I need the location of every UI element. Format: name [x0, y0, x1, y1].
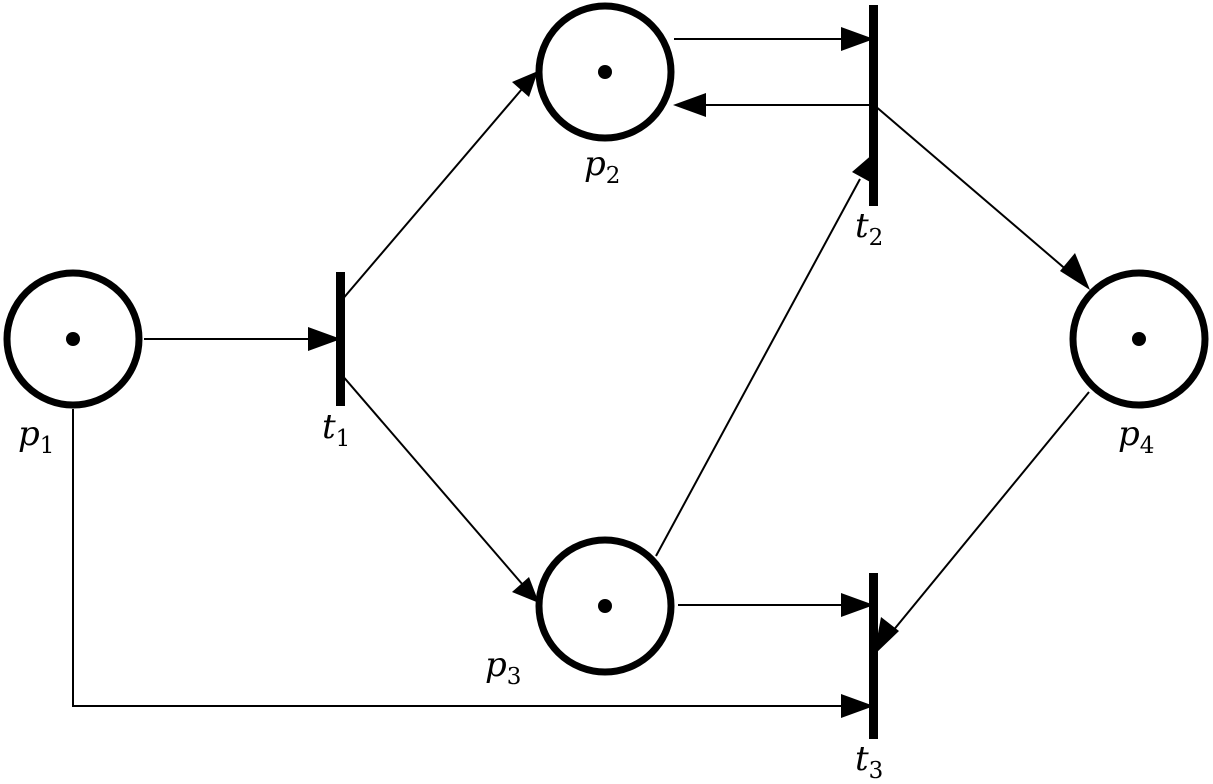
arrowhead-p3-t2: [852, 153, 874, 183]
arc-t1-p2: [340, 88, 523, 302]
arc-p1-t3: [72, 409, 846, 707]
arrowhead-p4-t3: [874, 617, 899, 655]
arrowhead-t1-p3: [512, 577, 539, 603]
label-t3: t3: [855, 739, 883, 784]
token-p1: [66, 332, 80, 346]
label-p2: p2: [584, 144, 620, 189]
label-p1: p1: [18, 414, 54, 459]
arc-p4-t3: [891, 391, 1090, 633]
arc-p3-t2: [655, 178, 861, 557]
arc-t1-p3: [340, 373, 524, 586]
arrowheads: [308, 27, 1090, 718]
tokens: [66, 65, 1146, 613]
arrowhead-t2-p4: [1060, 253, 1090, 290]
transition-t1: [336, 272, 345, 406]
arrowhead-p3-t3: [841, 593, 874, 617]
arrowhead-t2-p2: [673, 93, 706, 117]
transition-t3: [869, 573, 878, 739]
token-p2: [598, 65, 612, 79]
arcs: [72, 38, 1090, 707]
transition-t2: [869, 5, 878, 206]
token-p4: [1132, 332, 1146, 346]
transitions: [336, 5, 878, 739]
label-p3: p3: [485, 645, 521, 690]
label-p4: p4: [1118, 414, 1154, 459]
arrowhead-t1-p2: [512, 71, 538, 97]
label-t2: t2: [855, 206, 883, 251]
arc-t2-p4: [873, 104, 1070, 273]
labels: p1 p2 p3 p4 t1 t2 t3: [18, 144, 1154, 784]
label-t1: t1: [322, 407, 350, 452]
arrowhead-p1-t3: [841, 694, 874, 718]
arrowhead-p1-t1: [308, 327, 341, 351]
arrowhead-p2-t2: [841, 27, 874, 51]
token-p3: [598, 599, 612, 613]
